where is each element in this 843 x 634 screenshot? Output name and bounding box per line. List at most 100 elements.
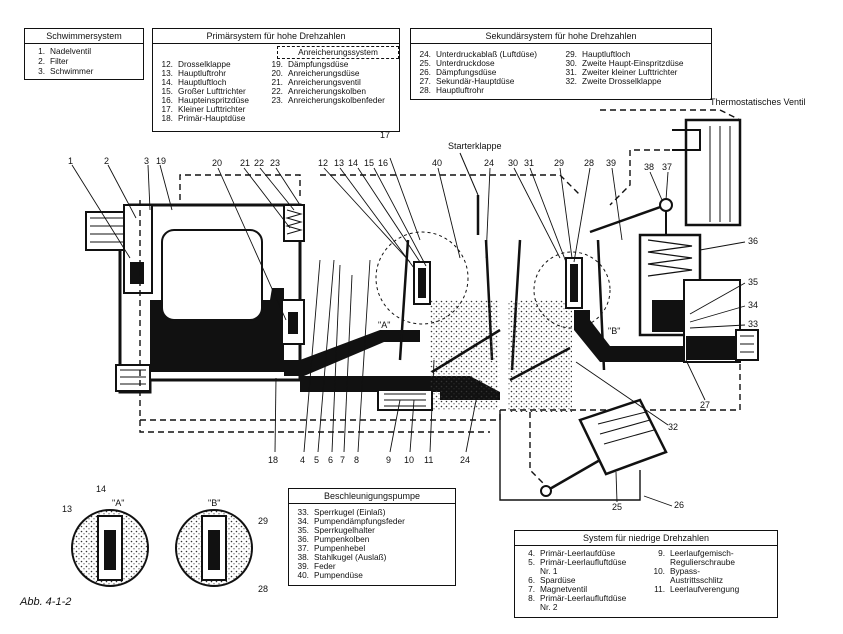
thermostatic-valve	[684, 118, 742, 227]
detail-b-label: "B"	[208, 498, 221, 508]
legend-secondary-title: Sekundärsystem für hohe Drehzahlen	[411, 29, 711, 44]
callout-35: 35	[748, 277, 759, 287]
legend-item: 34.Pumpendämpfungsfeder	[297, 516, 405, 526]
legend-item: 12.Drosselklappe	[161, 59, 231, 69]
callout-3: 3	[144, 156, 150, 166]
legend-item: 13.Hauptluftrohr	[161, 68, 226, 78]
legend-item: Austrittsschlitz	[670, 575, 724, 585]
legend-item: 8.Primär-Leerlaufluftdüse	[528, 593, 627, 603]
legend-float-system: Schwimmersystem 1.Nadelventil 2.Filter 3…	[24, 28, 144, 80]
legend-item: 4.Primär-Leerlaufdüse	[528, 548, 616, 558]
legend-item: 21.Anreicherungsventil	[271, 77, 361, 87]
callout-6: 6	[328, 455, 334, 465]
callout-26: 26	[674, 500, 685, 510]
legend-item: 33.Sperrkugel (Einlaß)	[297, 507, 386, 517]
thermostatic-valve-label: Thermostatisches Ventil	[710, 97, 806, 107]
legend-item: Nr. 2	[540, 602, 558, 612]
primary-mixture	[430, 300, 498, 410]
callout-7: 7	[340, 455, 346, 465]
figure-label: Abb. 4-1-2	[20, 596, 72, 608]
callout-39: 39	[606, 158, 617, 168]
legend-float-title: Schwimmersystem	[25, 29, 143, 44]
legend-item: Regulierschraube	[670, 557, 736, 567]
starter-valve-label: Starterklappe	[448, 141, 502, 151]
legend-item: 28.Hauptluftrohr	[419, 85, 484, 95]
legend-item: 20.Anreicherungsdüse	[271, 68, 360, 78]
legend-item: 5.Primär-Leerlaufluftdüse	[528, 557, 627, 567]
legend-secondary-system: Sekundärsystem für hohe Drehzahlen 24.Un…	[410, 28, 712, 100]
callout-16: 16	[378, 158, 389, 168]
detail-callout-28: 28	[258, 584, 269, 594]
callout-22: 22	[254, 158, 265, 168]
legend-low-title: System für niedrige Drehzahlen	[515, 531, 777, 546]
callout-28: 28	[584, 158, 595, 168]
legend-item: 31.Zweiter kleiner Lufttrichter	[565, 67, 678, 77]
callout-5: 5	[314, 455, 320, 465]
legend-item: Nr. 1	[540, 566, 558, 576]
legend-item: 35.Sperrkugelhalter	[297, 525, 375, 535]
legend-item: 39.Feder	[297, 561, 336, 571]
callout-10: 10	[404, 455, 415, 465]
callout-24-top: 24	[484, 158, 495, 168]
legend-item: 24.Unterdruckablaß (Luftdüse)	[419, 49, 537, 59]
legend-item: 19.Dämpfungsdüse	[271, 59, 349, 69]
legend-item: 14.Hauptluftloch	[161, 77, 227, 87]
legend-item: 10.Bypass-	[653, 566, 700, 576]
legend-item: 22.Anreicherungskolben	[271, 86, 366, 96]
callout-32: 32	[668, 422, 679, 432]
callout-34: 34	[748, 300, 759, 310]
callout-24-bottom: 24	[460, 455, 471, 465]
float	[161, 229, 263, 321]
legend-item: 16.Haupteinspritzdüse	[161, 95, 250, 105]
callout-8: 8	[354, 455, 360, 465]
legend-item: 23.Anreicherungskolbenfeder	[271, 95, 385, 105]
legend-item: 38.Stahlkugel (Auslaß)	[297, 552, 387, 562]
diaphragm-rod	[547, 458, 601, 492]
callout-19: 19	[156, 156, 167, 166]
detail-callout-29: 29	[258, 516, 269, 526]
legend-enrichment-subtitle: Anreicherungssystem	[277, 46, 399, 59]
callout-33: 33	[748, 319, 759, 329]
drain-plug	[115, 364, 151, 392]
enrichment-piston	[283, 204, 305, 242]
callout-17: 17	[380, 130, 391, 140]
legend-item: 9.Leerlaufgemisch-	[658, 548, 734, 558]
right-drain-plug	[735, 329, 759, 361]
legend-item: 25.Unterdruckdose	[419, 58, 495, 68]
callout-18: 18	[268, 455, 279, 465]
callout-27: 27	[700, 400, 711, 410]
detail-a-label: "A"	[112, 498, 125, 508]
callout-36: 36	[748, 236, 759, 246]
detail-callout-13: 13	[62, 504, 73, 514]
callout-40: 40	[432, 158, 443, 168]
marker-b-label: "B"	[608, 326, 621, 336]
callout-30: 30	[508, 158, 519, 168]
leader-lines	[71, 157, 746, 507]
legend-item: 26.Dämpfungsdüse	[419, 67, 497, 77]
primary-throttle-plate	[431, 328, 501, 374]
pump-lever	[589, 203, 667, 234]
legend-pump-title: Beschleunigungspumpe	[289, 489, 455, 504]
callout-29: 29	[554, 158, 565, 168]
main-fuel-passage	[284, 330, 420, 376]
callout-20: 20	[212, 158, 223, 168]
legend-item: 1.Nadelventil	[38, 46, 92, 56]
callout-9: 9	[386, 455, 392, 465]
callout-21: 21	[240, 158, 251, 168]
detail-callout-14: 14	[96, 484, 107, 494]
legend-item: 15.Großer Lufttrichter	[161, 86, 246, 96]
vacuum-diaphragm	[578, 398, 668, 476]
legend-item: 7.Magnetventil	[528, 584, 588, 594]
callout-13: 13	[334, 158, 345, 168]
callout-14: 14	[348, 158, 359, 168]
legend-item: 3.Schwimmer	[38, 66, 94, 76]
legend-item: 32.Zweite Drosselklappe	[565, 76, 662, 86]
legend-item: 36.Pumpenkolben	[297, 534, 370, 544]
legend-item: 29.Hauptluftloch	[565, 49, 631, 59]
callout-1: 1	[68, 156, 74, 166]
legend-item: 11.Leerlaufverengung	[654, 584, 740, 594]
legend-item: 40.Pumpendüse	[297, 570, 363, 580]
legend-low-speed-system: System für niedrige Drehzahlen 4.Primär-…	[514, 530, 778, 618]
callout-4: 4	[300, 455, 306, 465]
